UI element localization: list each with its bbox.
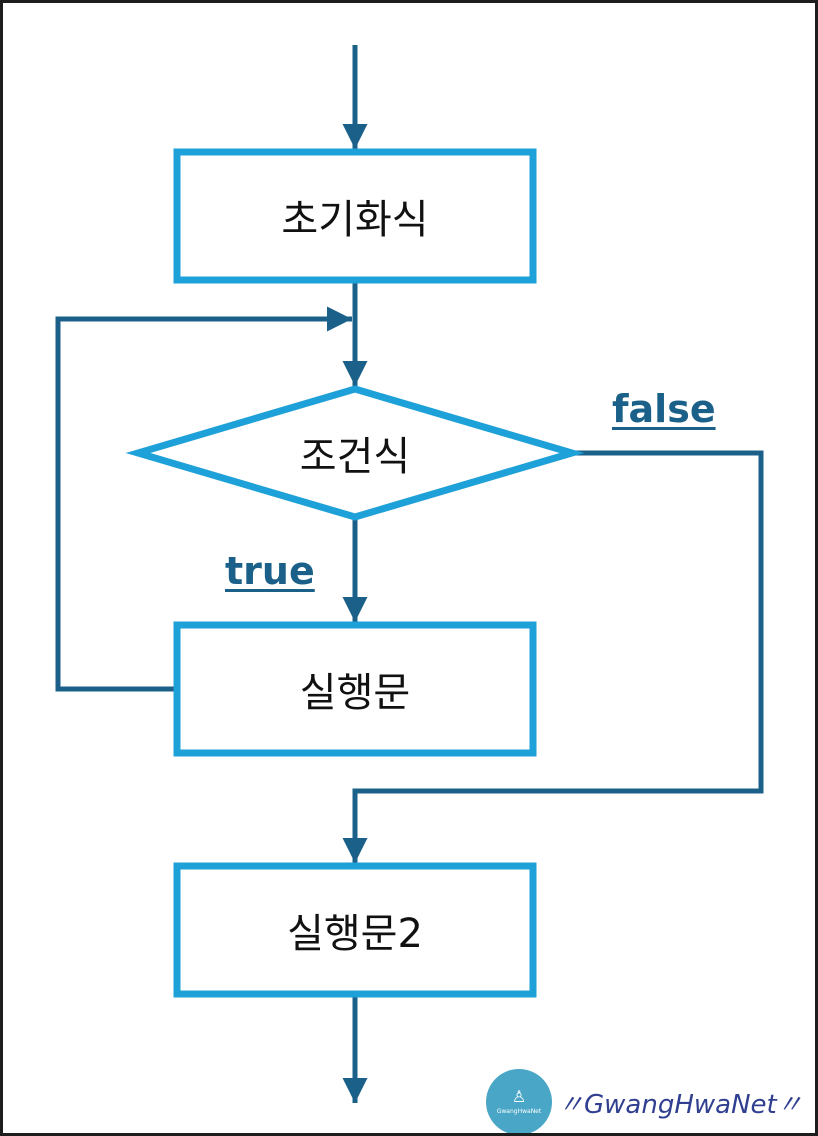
lantern-icon: ♙ xyxy=(511,1087,527,1106)
body-box xyxy=(173,621,537,757)
loop-back-connector xyxy=(55,306,352,692)
brand-logo-icon: ♙ GwangHwaNet xyxy=(486,1069,552,1133)
false-branch-connector xyxy=(342,450,764,863)
init-box xyxy=(173,148,537,284)
body-label: 실행문 xyxy=(299,670,411,716)
watermark: ♙ GwangHwaNet 〃GwangHwaNet〃 xyxy=(486,1069,803,1133)
after-box xyxy=(173,862,537,998)
condition-diamond xyxy=(125,385,585,521)
true-edge-label: true xyxy=(225,549,315,593)
false-edge-label: false xyxy=(612,387,716,431)
logo-text: GwangHwaNet xyxy=(496,1108,542,1115)
watermark-text: 〃GwangHwaNet〃 xyxy=(558,1089,803,1120)
condition-label: 조건식 xyxy=(299,434,411,480)
init-label: 초기화식 xyxy=(281,197,429,243)
flowchart-canvas xyxy=(55,45,764,1103)
after-label: 실행문2 xyxy=(287,911,423,957)
